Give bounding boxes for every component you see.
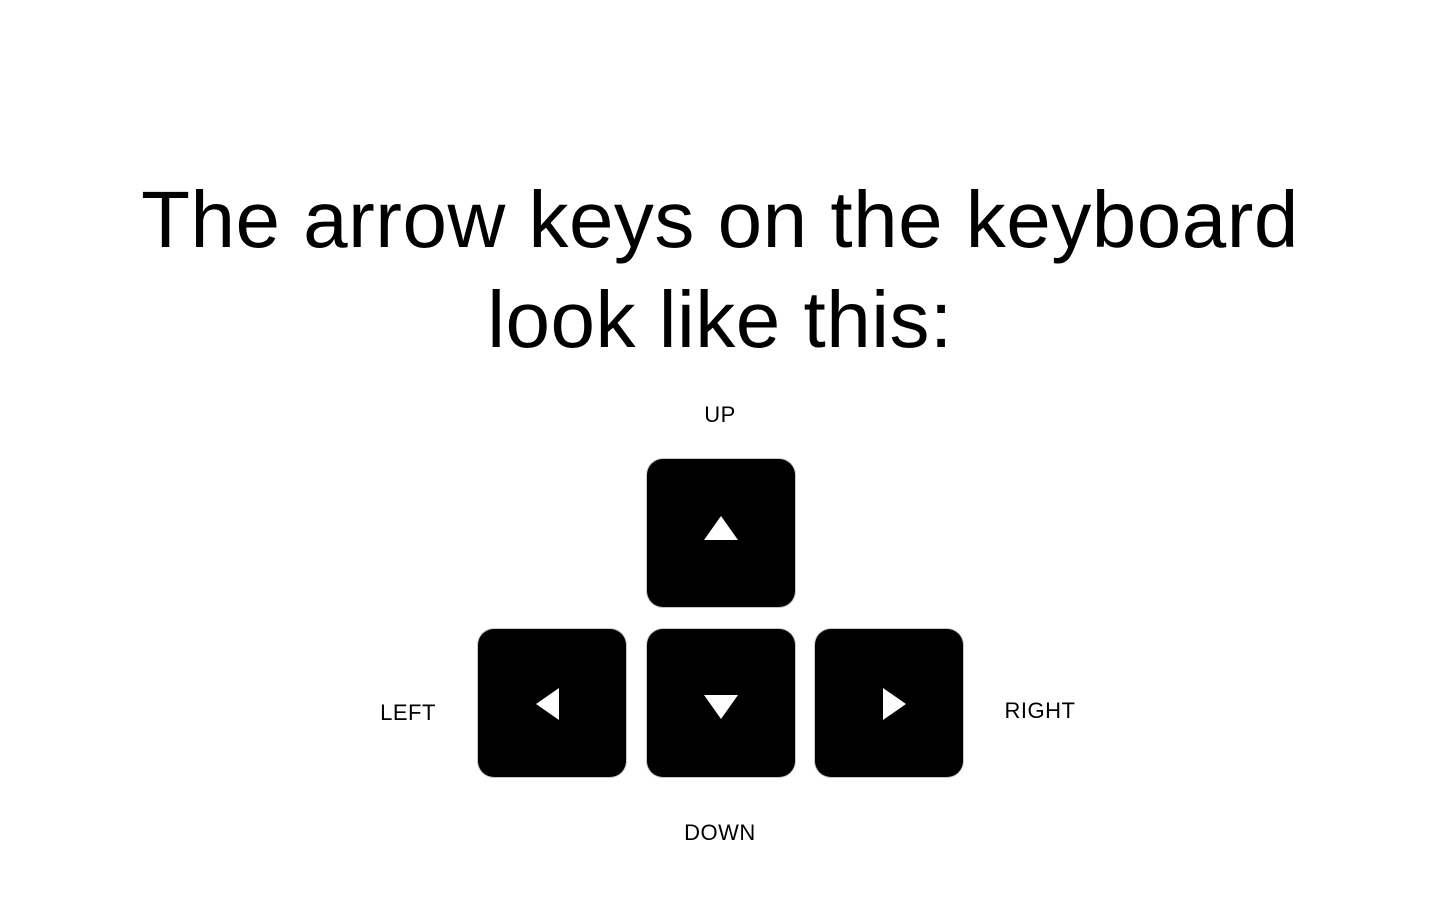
left-key-label: LEFT [380,700,436,725]
arrow-right-icon [883,688,906,720]
arrow-down-icon [704,695,738,719]
slide-title: The arrow keys on the keyboard look like… [0,170,1440,370]
up-arrow-key [647,459,795,607]
down-key-label: DOWN [684,820,756,845]
slide-title-line-2: look like this: [487,275,953,364]
arrow-up-icon [704,516,738,540]
down-arrow-key [647,629,795,777]
slide-title-line-1: The arrow keys on the keyboard [141,175,1299,264]
arrow-left-icon [536,688,559,720]
left-arrow-key [478,629,626,777]
right-arrow-key [815,629,963,777]
right-key-label: RIGHT [1004,698,1076,723]
up-key-label: UP [704,402,736,427]
